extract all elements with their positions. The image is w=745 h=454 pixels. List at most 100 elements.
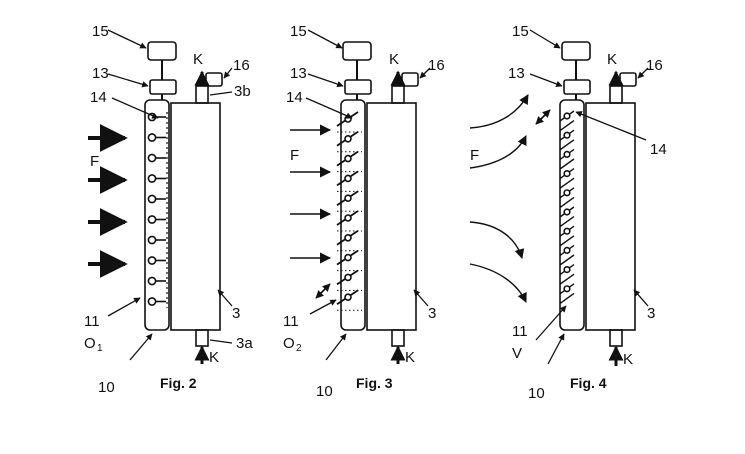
fig4-label-14: 14 (650, 141, 667, 158)
fig4-label-k-bottom: K (623, 351, 633, 368)
fig3-leader-lines (305, 29, 431, 361)
fig3-flap-pivot (344, 135, 352, 143)
fig4-flap-pivot (563, 170, 571, 178)
fig4-flap-blade (559, 196, 575, 208)
fig4-closed-flaps (559, 110, 575, 304)
fig4-flap-blade (559, 292, 575, 304)
fig3-flap-pivot (344, 174, 352, 183)
fig3-inlet-pipe (391, 329, 405, 347)
fig2-label-3: 3 (232, 305, 240, 322)
fig2-flap-pivot (147, 194, 157, 204)
fig4-flap-blade (559, 235, 575, 247)
fig2-flow-arrows (88, 124, 128, 278)
figure-2 (88, 29, 233, 364)
figure-2-labels: 15 13 K 16 14 3b F 11 O 1 3 3a K 10 Fig.… (84, 23, 253, 396)
fig4-flap-pivot (563, 208, 571, 216)
figure-4-labels: 15 13 K 16 14 F 11 V 3 K 10 Fig. 4 (470, 23, 667, 402)
fig2-label-14: 14 (90, 89, 107, 106)
fig4-flap-pivot (563, 189, 571, 197)
fig4-flap-blade (559, 273, 575, 285)
fig2-flap-pivot (147, 235, 157, 245)
fig2-label-k-top: K (193, 51, 203, 68)
fig3-label-opening-sub: 2 (296, 343, 302, 354)
fig3-flow-arrows (290, 124, 332, 264)
fig4-label-3: 3 (647, 305, 655, 322)
fig2-label-3a: 3a (236, 335, 253, 352)
fig4-flap-pivot (563, 266, 571, 274)
fig3-cover-plate-10 (340, 99, 366, 331)
fig2-label-16: 16 (233, 57, 250, 74)
fig3-label-k-top: K (389, 51, 399, 68)
fig3-outlet-pipe (391, 85, 405, 104)
fig2-inlet-pipe-3a (195, 329, 209, 347)
fig2-outlet-pipe-3b (195, 85, 209, 104)
fig2-drive-13 (149, 79, 177, 95)
fig4-label-16: 16 (646, 57, 663, 74)
fig4-flap-pivot (563, 227, 571, 235)
fig3-label-15: 15 (290, 23, 307, 40)
fig3-label-k-bottom: K (405, 349, 415, 366)
fig2-flap-pivot (147, 215, 157, 224)
fig3-label-14: 14 (286, 89, 303, 106)
fig2-flap-pivot (147, 153, 157, 163)
fig3-label-10: 10 (316, 383, 333, 400)
fig3-actuator-15 (342, 41, 372, 61)
fig3-heat-exchanger-3 (366, 102, 417, 331)
fig3-sensor-16 (401, 72, 419, 87)
fig3-label-16: 16 (428, 57, 445, 74)
fig2-flap-pivot (147, 133, 157, 142)
fig4-label-v: V (512, 345, 522, 362)
fig4-inlet-pipe (609, 329, 623, 347)
fig2-label-10: 10 (98, 379, 115, 396)
fig4-rotation-arrow (535, 109, 551, 125)
fig4-flap-pivot (563, 285, 571, 293)
fig3-drive-13 (344, 79, 372, 95)
fig2-label-opening-sub: 1 (97, 343, 103, 354)
fig4-leader-lines (529, 29, 649, 365)
fig2-label-3b: 3b (234, 83, 251, 100)
fig4-flap-pivot (563, 246, 571, 254)
fig3-flap-pivot (344, 234, 352, 242)
fig4-label-f: F (470, 147, 479, 164)
fig4-deflected-flow (469, 94, 529, 303)
fig3-label-13: 13 (290, 65, 307, 82)
fig2-label-f: F (90, 153, 99, 170)
fig2-heat-exchanger-3 (170, 102, 221, 331)
fig3-flap-pivot (344, 293, 352, 302)
fig2-flap-pivot (147, 174, 157, 183)
fig4-flap-pivot (563, 150, 571, 158)
fig4-flap-pivot (563, 131, 571, 139)
fig4-label-13: 13 (508, 65, 525, 82)
fig3-label-opening: O (283, 335, 295, 352)
fig3-flap-pivot (344, 214, 352, 222)
fig2-flaps (147, 112, 166, 306)
fig4-flap-blade (559, 120, 575, 132)
fig3-label-3: 3 (428, 305, 436, 322)
fig4-flap-blade (559, 158, 575, 170)
fig4-label-15: 15 (512, 23, 529, 40)
fig3-open-flaps (336, 111, 362, 311)
fig4-label-k-top: K (607, 51, 617, 68)
fig2-caption: Fig. 2 (160, 375, 197, 391)
fig4-flap-blade (559, 216, 575, 228)
fig3-flap-pivot (344, 253, 352, 262)
fig2-flap-pivot (147, 297, 157, 306)
fig4-label-11: 11 (512, 323, 528, 340)
fig2-leader-lines (107, 29, 233, 361)
fig2-label-k-bottom: K (209, 349, 219, 366)
fig3-label-f: F (290, 147, 299, 164)
fig4-sensor-16 (619, 72, 637, 87)
fig2-cover-plate-10 (144, 99, 170, 331)
fig4-flap-blade (559, 139, 575, 151)
fig4-cover-plate-10 (559, 99, 585, 331)
fig3-label-11: 11 (283, 313, 299, 330)
fig2-label-13: 13 (92, 65, 109, 82)
figure-3-labels: 15 13 K 16 14 F 11 O 2 3 K 10 Fig. 3 (283, 23, 445, 400)
fig4-flap-pivot (563, 112, 571, 120)
figure-3 (290, 29, 431, 364)
fig2-label-11: 11 (84, 313, 100, 330)
fig2-label-opening: O (84, 335, 96, 352)
fig2-sensor-16 (205, 72, 223, 87)
fig2-flap-pivot (147, 276, 157, 286)
